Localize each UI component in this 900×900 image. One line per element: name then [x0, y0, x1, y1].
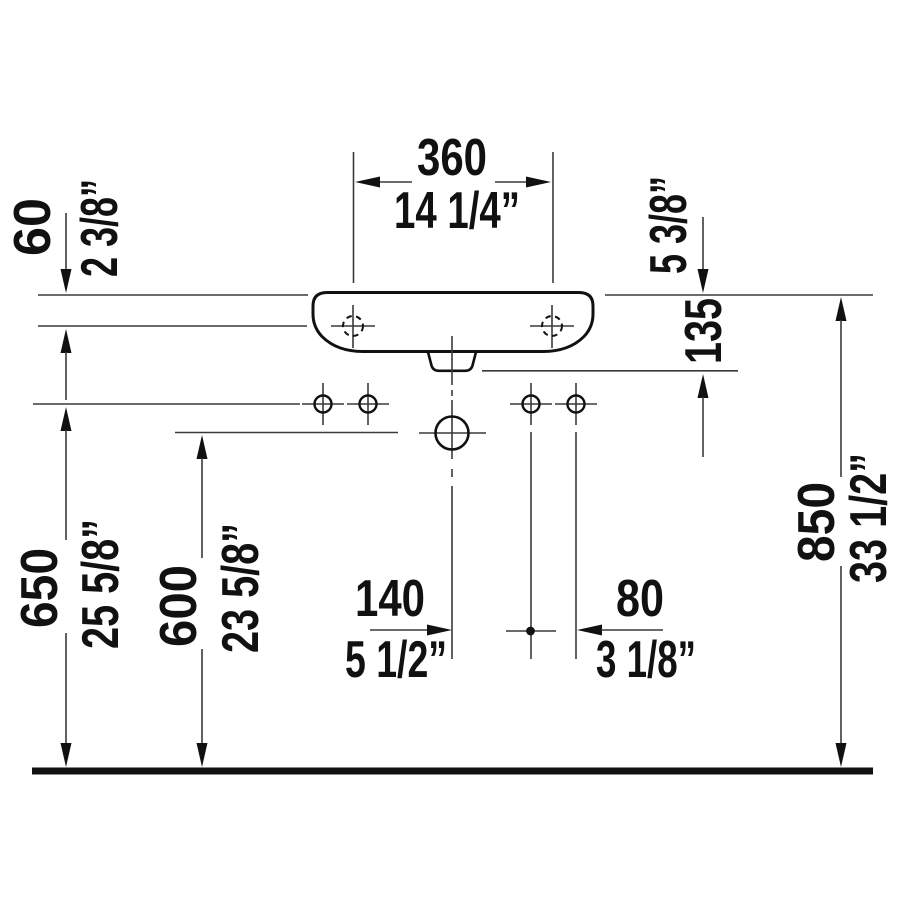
dim-drain-height-mm-label: 600	[150, 565, 208, 647]
shared-dimension-reference-point	[506, 626, 556, 636]
arrowhead-up-icon	[196, 435, 208, 459]
arrowhead-down-icon	[697, 269, 709, 293]
dashed-hole-icon	[342, 315, 364, 337]
arrowhead-left-icon	[355, 176, 380, 188]
mounting-holes	[302, 383, 597, 659]
dim-drain-offset: 140 5 1/2”	[345, 570, 452, 689]
supply-hole	[510, 383, 552, 425]
supply-hole	[555, 383, 597, 425]
reference-dot-icon	[526, 626, 535, 636]
dim-holes-height: 650 25 5/8”	[11, 407, 130, 767]
dim-supply-spacing-mm-label: 80	[616, 570, 664, 628]
arrowhead-left-icon	[577, 624, 602, 636]
dim-rim-to-outlet-inch-label: 5 3/8”	[640, 176, 698, 274]
arrowhead-up-icon	[60, 407, 72, 431]
dim-rim-height: 850 33 1/2”	[788, 297, 898, 767]
dim-supply-spacing: 80 3 1/8”	[577, 570, 696, 689]
arrowhead-right-icon	[526, 176, 551, 188]
arrowhead-down-icon	[835, 743, 847, 767]
hole-circle-icon	[313, 394, 333, 414]
arrowhead-right-icon	[427, 624, 452, 636]
hole-circle-icon	[521, 394, 541, 414]
drain-outlet	[419, 336, 486, 659]
washbasin-front-view	[311, 291, 595, 373]
dim-rim-to-faucet-inch-label: 2 3/8”	[71, 179, 129, 277]
dim-rim-to-outlet-mm-label: 135	[675, 298, 733, 364]
dim-rim-height-mm-label: 850	[788, 482, 846, 562]
dim-rim-to-outlet: 5 3/8” 135	[640, 176, 733, 457]
dim-drain-offset-inch-label: 5 1/2”	[345, 631, 447, 689]
dim-drain-height-inch-label: 23 5/8”	[212, 523, 270, 653]
basin-outline	[311, 291, 595, 353]
arrowhead-up-icon	[697, 374, 709, 398]
dim-faucet-spacing-mm-label: 360	[417, 129, 487, 187]
dim-faucet-spacing-inch-label: 14 1/4”	[394, 182, 520, 240]
hole-circle-icon	[358, 394, 378, 414]
dim-holes-height-inch-label: 25 5/8”	[72, 519, 130, 649]
dim-holes-height-mm-label: 650	[11, 548, 69, 628]
arrowhead-down-icon	[196, 743, 208, 767]
mounting-hole	[302, 383, 344, 425]
dim-drain-offset-mm-label: 140	[355, 570, 425, 628]
faucet-hole-marker-right	[530, 305, 574, 348]
arrowhead-up-icon	[60, 329, 72, 353]
dim-drain-height: 600 23 5/8”	[150, 435, 270, 767]
arrowhead-down-icon	[60, 269, 72, 293]
reference-lines	[33, 294, 873, 434]
dim-faucet-spacing: 360 14 1/4”	[352, 129, 554, 283]
dim-supply-spacing-inch-label: 3 1/8”	[596, 631, 696, 689]
dim-rim-height-inch-label: 33 1/2”	[840, 453, 898, 583]
arrowhead-down-icon	[60, 743, 72, 767]
drain-circle-icon	[434, 415, 470, 451]
dashed-hole-icon	[541, 315, 563, 337]
dim-rim-to-faucet: 60 2 3/8”	[4, 179, 129, 400]
mounting-hole	[347, 383, 389, 425]
hole-circle-icon	[566, 394, 586, 414]
dim-rim-to-faucet-mm-label: 60	[4, 198, 62, 256]
faucet-hole-marker-left	[331, 305, 375, 348]
arrowhead-up-icon	[835, 297, 847, 321]
